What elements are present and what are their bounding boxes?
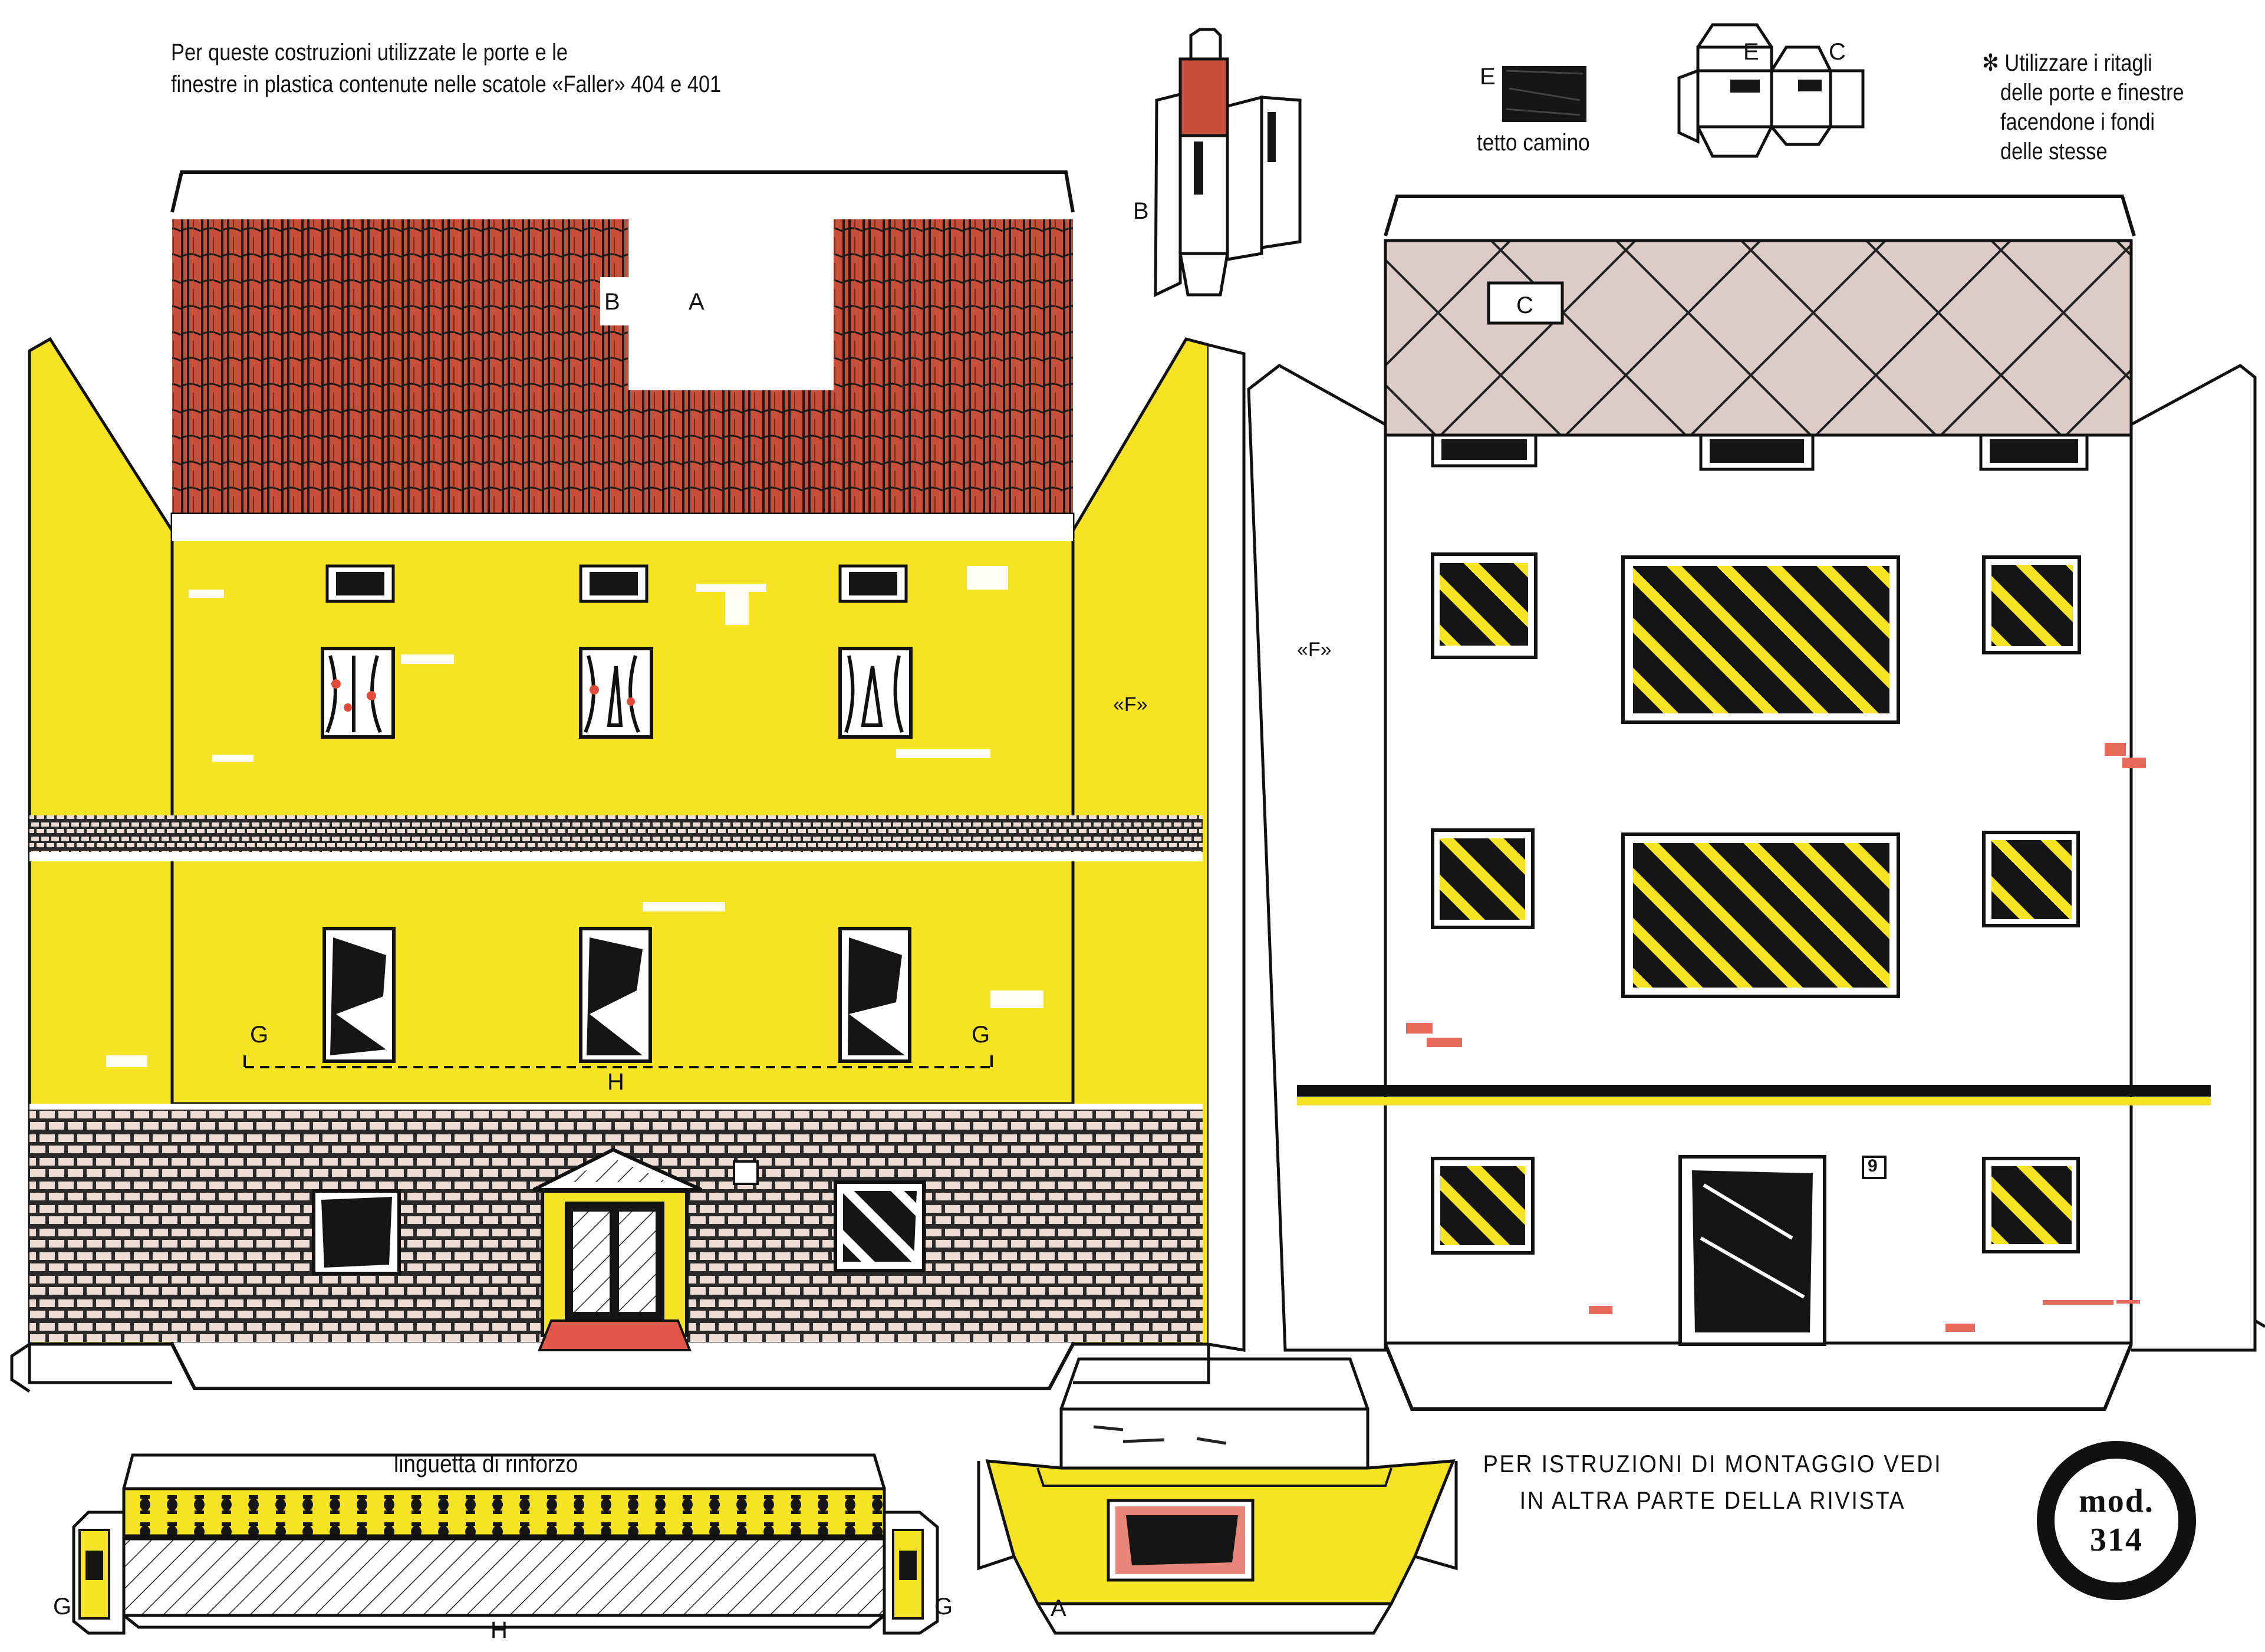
roof-tiles (172, 219, 1073, 514)
striped-window (1982, 1157, 2080, 1253)
curtained-window (838, 647, 913, 739)
back-door (1678, 1155, 1826, 1346)
striped-window (1431, 1157, 1535, 1255)
eave-band (172, 514, 1073, 541)
scribbled-window (579, 927, 652, 1063)
entrance-doorway (532, 1147, 703, 1351)
striped-window (1982, 555, 2081, 654)
slate-roof (1384, 239, 2133, 437)
roof-cutout-b (600, 277, 628, 325)
assembly-note-line-2: IN ALTRA PARTE DELLA RIVISTA (1519, 1486, 1906, 1514)
paint-splotches (106, 566, 1043, 1067)
ground-floor-window (312, 1189, 401, 1275)
balcony-strip (72, 1453, 939, 1635)
part-label-f-left: «F» (1113, 693, 1148, 716)
note-line-2: delle porte e finestre (2000, 80, 2184, 106)
brick-belt-course (29, 815, 1203, 857)
instructions-line-1: Per queste costruzioni utilizzate le por… (171, 40, 568, 65)
model-number-badge: mod. 314 (2037, 1441, 2196, 1600)
roof-fold-tab (170, 170, 1075, 213)
striped-window (1982, 831, 2080, 927)
instructions-line-2: finestre in plastica contenute nelle sca… (171, 71, 722, 97)
assembly-note: PER ISTRUZIONI DI MONTAGGIO VEDI IN ALTR… (1461, 1446, 1965, 1519)
curtained-window (321, 647, 395, 739)
note-line-4: delle stesse (2000, 139, 2108, 164)
part-label-h-facade: H (607, 1069, 624, 1095)
right-wing-tab (1208, 343, 1246, 1352)
roof-cutout (628, 219, 834, 390)
note-line-3: facendone i fondi (2000, 109, 2155, 135)
part-label-e-chimney-roof: E (1480, 64, 1496, 90)
reinforcement-tab-label: linguetta di rinforzo (394, 1450, 578, 1477)
right-facade-sheet (1247, 195, 2265, 1411)
chimney-roof-label: tetto camino (1477, 130, 1590, 156)
curtained-window (579, 647, 653, 739)
part-label-g-right: G (972, 1022, 990, 1048)
wall-plaque (733, 1160, 759, 1185)
striped-window (1431, 552, 1538, 659)
chimney-net-c-e (1677, 23, 1865, 158)
striped-window-large (1621, 832, 1900, 998)
part-label-h-strip: H (490, 1617, 508, 1643)
bottom-fold-tab (170, 1343, 1075, 1390)
chimney-net-b (1154, 28, 1302, 297)
right-sheet-right-wing (2130, 364, 2257, 1352)
part-label-g-left: G (250, 1022, 269, 1048)
ground-floor-window (834, 1180, 926, 1272)
model-prefix: mod. (2079, 1483, 2154, 1519)
part-label-9-plaque: 9 (1868, 1156, 1878, 1176)
striped-window (1431, 828, 1535, 929)
wall-plaque (1862, 1156, 1887, 1179)
scrap-note: ✻ Utilizzare i ritagli delle porte e fin… (1982, 48, 2184, 166)
part-label-g-strip-left: G (53, 1594, 72, 1620)
part-label-c-net: C (1829, 39, 1846, 65)
part-label-g-strip-right: G (934, 1594, 953, 1620)
faller-instructions: Per queste costruzioni utilizzate le por… (171, 37, 721, 100)
right-sheet-left-wing (1247, 364, 1387, 1352)
canopy-net-a (977, 1357, 1458, 1635)
part-label-c-roof: C (1516, 292, 1533, 318)
scribbled-window (322, 927, 396, 1063)
left-facade-sheet (10, 170, 1246, 1393)
right-roof-fold-tab (1384, 195, 2136, 236)
striped-window-large (1621, 555, 1900, 724)
model-number: 314 (2090, 1522, 2143, 1558)
part-label-e-net: E (1743, 39, 1759, 65)
part-label-a-roof: A (689, 289, 704, 315)
note-line-1: ✻ Utilizzare i ritagli (1982, 50, 2152, 76)
part-label-f-right: «F» (1297, 639, 1332, 661)
right-bottom-fold-tab (1384, 1343, 2133, 1411)
paint-specks (1406, 743, 2146, 1332)
roof-label-box (1487, 281, 1564, 325)
part-label-b-roof: B (604, 289, 620, 315)
scribbled-window (838, 927, 911, 1063)
part-label-b-chimney: B (1133, 198, 1149, 224)
part-label-a-canopy: A (1051, 1595, 1066, 1621)
assembly-note-line-1: PER ISTRUZIONI DI MONTAGGIO VEDI (1483, 1450, 1943, 1477)
